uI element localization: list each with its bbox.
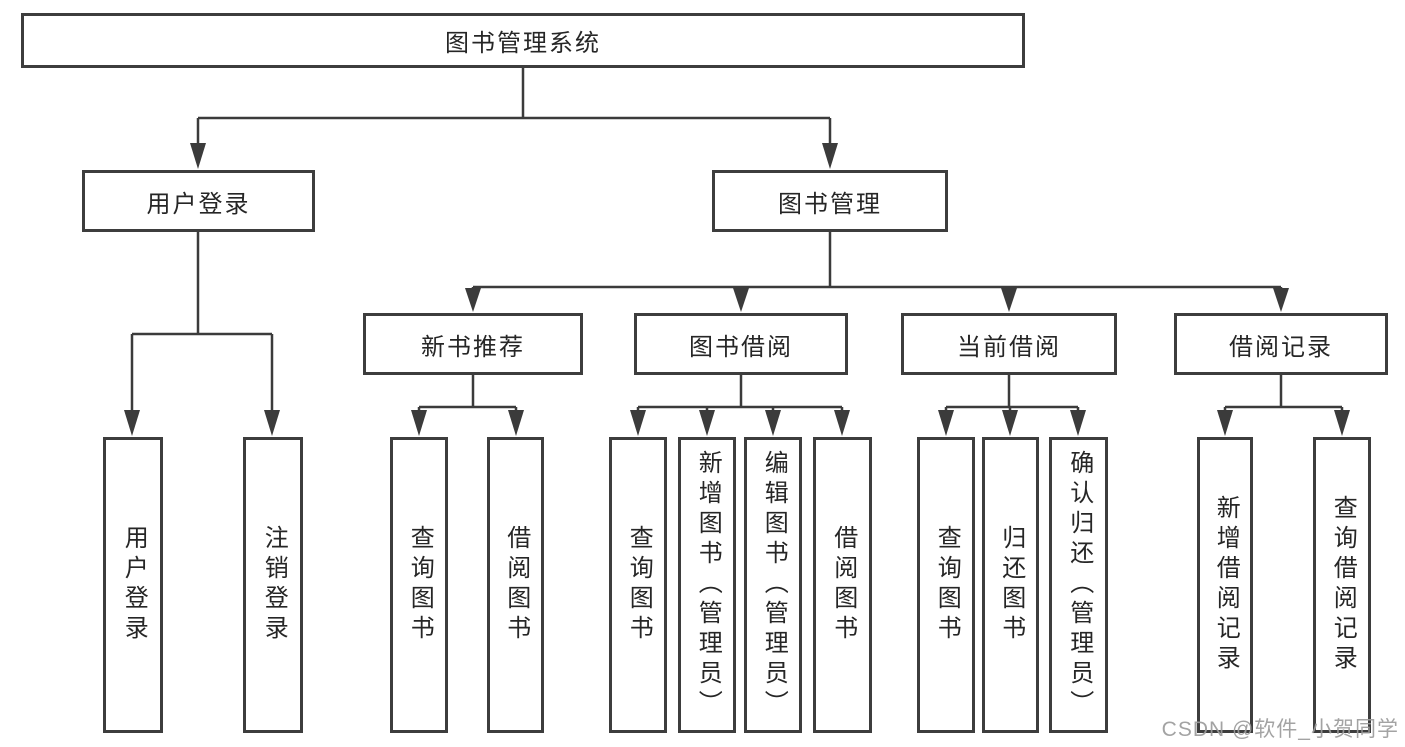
leaf-query-books-borrowing: 查询图书 [609, 437, 667, 733]
arrowhead-icon [733, 288, 749, 312]
leaf-return-book: 归还图书 [982, 437, 1039, 733]
node-label: 图书管理 [778, 190, 882, 218]
leaf-add-book-admin: 新增图书（管理员） [678, 437, 736, 733]
arrowhead-icon [465, 288, 481, 312]
connector-records-split [1223, 375, 1344, 412]
node-book-management: 图书管理 [712, 170, 948, 232]
arrowhead-icon [1002, 410, 1018, 436]
arrowhead-icon [699, 410, 715, 436]
node-label: 确认归还（管理员） [1065, 450, 1093, 720]
leaf-confirm-return-admin: 确认归还（管理员） [1049, 437, 1108, 733]
node-book-borrowing: 图书借阅 [634, 313, 848, 375]
arrowhead-icon [190, 143, 206, 169]
node-label: 借阅图书 [829, 525, 857, 645]
node-library-system: 图书管理系统 [21, 13, 1025, 68]
connector-root-split [196, 68, 832, 146]
connector-new-book-split [417, 375, 518, 412]
node-label: 编辑图书（管理员） [760, 450, 788, 720]
node-current-borrowing: 当前借阅 [901, 313, 1117, 375]
node-label: 用户登录 [146, 190, 251, 218]
node-label: 查询借阅记录 [1329, 495, 1357, 675]
node-user-login: 用户登录 [82, 170, 315, 232]
arrowhead-icon [508, 410, 524, 436]
arrowhead-icon [1217, 410, 1233, 436]
leaf-query-books-current: 查询图书 [917, 437, 975, 733]
node-label: 新增图书（管理员） [694, 450, 722, 720]
node-label: 查询图书 [933, 525, 961, 645]
node-label: 新书推荐 [421, 333, 525, 361]
arrowhead-icon [124, 410, 140, 436]
node-label: 图书管理系统 [445, 30, 601, 57]
node-label: 注销登录 [260, 525, 288, 645]
arrowhead-icon [765, 410, 781, 436]
node-label: 图书借阅 [689, 333, 793, 361]
leaf-borrow-books-borrowing: 借阅图书 [813, 437, 872, 733]
leaf-query-borrow-record: 查询借阅记录 [1313, 437, 1371, 733]
leaf-borrow-books-recommend: 借阅图书 [487, 437, 544, 733]
csdn-watermark: CSDN @软件_小贺同学 [1161, 718, 1399, 741]
node-label: 借阅图书 [502, 525, 530, 645]
node-label: 用户登录 [120, 525, 148, 645]
arrowhead-icon [411, 410, 427, 436]
arrowhead-icon [630, 410, 646, 436]
node-label: 新增借阅记录 [1212, 495, 1240, 675]
arrowhead-icon [1273, 288, 1289, 312]
leaf-user-login: 用户登录 [103, 437, 163, 733]
arrowhead-icon [938, 410, 954, 436]
leaf-edit-book-admin: 编辑图书（管理员） [744, 437, 802, 733]
leaf-query-books-recommend: 查询图书 [390, 437, 448, 733]
node-borrowing-records: 借阅记录 [1174, 313, 1388, 375]
connector-current-borrow-split [944, 375, 1080, 412]
connector-book-borrow-split [636, 375, 844, 412]
leaf-logout: 注销登录 [243, 437, 303, 733]
connector-user-login-split [130, 232, 274, 412]
arrowhead-icon [822, 143, 838, 169]
connector-book-mgmt-split [471, 232, 1283, 291]
leaf-add-borrow-record: 新增借阅记录 [1197, 437, 1253, 733]
node-new-book-recommend: 新书推荐 [363, 313, 583, 375]
node-label: 查询图书 [625, 525, 653, 645]
arrowhead-icon [264, 410, 280, 436]
arrowhead-icon [834, 410, 850, 436]
node-label: 借阅记录 [1229, 333, 1333, 361]
arrowhead-icon [1070, 410, 1086, 436]
arrowhead-icon [1001, 288, 1017, 312]
arrowhead-icon [1334, 410, 1350, 436]
node-label: 归还图书 [997, 525, 1025, 645]
node-label: 当前借阅 [957, 333, 1061, 361]
node-label: 查询图书 [406, 525, 434, 645]
